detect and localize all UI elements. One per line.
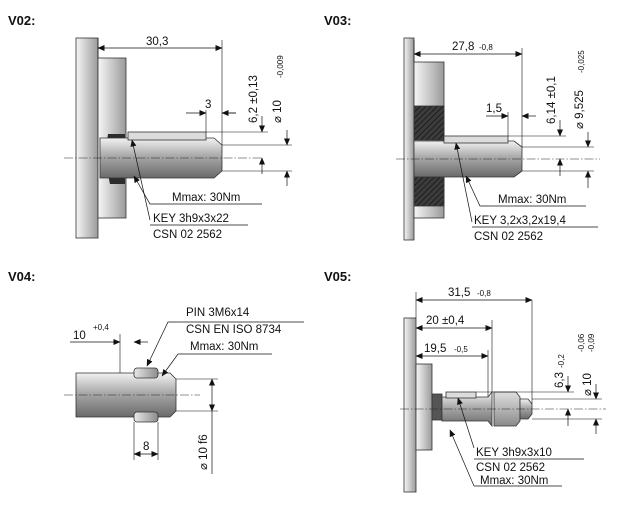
v05-mid-label: 20 ±0,4 <box>426 315 465 327</box>
v02-title: V02: <box>8 13 35 28</box>
v05-collar <box>431 393 443 421</box>
v02-housing <box>75 37 99 239</box>
v02-key <box>127 131 207 141</box>
v04-torque-label: Mmax: 30Nm <box>190 341 258 353</box>
v04-pin-label: PIN 3M6x14 <box>186 307 250 319</box>
v04-pin-top <box>133 367 159 379</box>
v04-pin-position-label: 10 <box>73 330 86 342</box>
v04-section: V04: 10 +0,4 PIN 3M6x14 CSN EN ISO 8734 … <box>8 269 304 474</box>
v05-short-label: 19,5 <box>424 343 446 355</box>
v02-key-height-label: 6,2 ±0,13 <box>248 75 260 123</box>
v03-housing <box>403 37 415 241</box>
v05-shaft-tolerance-upper: -0,06 <box>577 333 586 352</box>
v05-shaft-tolerance-lower: -0,09 <box>587 333 596 352</box>
v03-key-leader <box>454 142 473 223</box>
v02-key-leader <box>130 139 151 221</box>
v05-flange <box>415 363 433 451</box>
v04-shaft-diameter-label: ⌀ 10 f6 <box>198 434 210 470</box>
v05-total-tolerance: -0,8 <box>477 289 491 298</box>
v03-shaft-diameter-label: ⌀ 9,525 <box>574 90 586 129</box>
v05-standard-label: CSN 02 2562 <box>476 462 545 474</box>
v03-standard-label: CSN 02 2562 <box>474 231 543 243</box>
v04-pin-position-tolerance: +0,4 <box>93 323 109 332</box>
v05-housing <box>403 317 417 493</box>
v05-torque-leader <box>449 429 475 487</box>
v03-torque-label: Mmax: 30Nm <box>498 194 566 206</box>
v02-key-label: KEY 3h9x3x22 <box>153 213 229 225</box>
v03-key-height-label: 6,14 ±0,1 <box>546 76 558 124</box>
v05-key <box>445 391 477 399</box>
v03-section-top <box>413 105 445 141</box>
v05-shaft-diameter-label: ⌀ 10 <box>582 373 594 396</box>
v04-pin-standard-label: CSN EN ISO 8734 <box>186 324 282 336</box>
v03-key <box>443 135 509 144</box>
v05-key-height-tolerance: -0,2 <box>557 354 566 368</box>
v02-length-label: 30,3 <box>146 36 168 48</box>
v02-shaft <box>99 137 223 179</box>
v03-section: V03: 27,8 -0,8 1,5 6,14 ±0,1 ⌀ 9,525 -0,… <box>324 13 600 243</box>
v02-shaft-diameter-label: ⌀ 10 <box>272 100 284 123</box>
v02-torque-leader <box>133 175 168 205</box>
v03-section-bottom <box>413 171 445 207</box>
v03-shaft-tolerance: -0,025 <box>577 50 586 73</box>
v04-pin-bottom <box>133 411 159 423</box>
v02-torque-label: Mmax: 30Nm <box>172 192 240 204</box>
v02-standard-label: CSN 02 2562 <box>153 229 222 241</box>
v05-key-leader <box>457 397 475 449</box>
v02-shaft-tolerance: -0,009 <box>276 55 285 78</box>
v03-length-label: 27,8 <box>452 41 474 53</box>
v05-section: V05: 31,5 -0,8 20 ±0,4 19,5 -0,5 6,3 -0,… <box>324 269 606 493</box>
v04-width-label: 8 <box>143 441 149 453</box>
v05-total-label: 31,5 <box>448 287 470 299</box>
v04-pin-leader <box>146 321 186 367</box>
v05-title: V05: <box>324 269 351 284</box>
v05-short-tolerance: -0,5 <box>454 345 468 354</box>
v04-title: V04: <box>8 269 35 284</box>
v03-key-label: KEY 3,2x3,2x19,4 <box>474 215 566 227</box>
v05-key-height-label: 6,3 <box>554 372 566 388</box>
v03-title: V03: <box>324 13 351 28</box>
v05-torque-label: Mmax: 30Nm <box>480 475 548 487</box>
v03-torque-leader <box>465 175 494 207</box>
v03-key-offset-label: 1,5 <box>486 103 502 115</box>
v02-key-offset-label: 3 <box>205 99 211 111</box>
v05-shaft-tip <box>519 398 533 420</box>
v02-section: V02: 30,3 3 6,2 ±0,13 ⌀ 10 -0,009 <box>8 13 292 241</box>
v03-length-tolerance: -0,8 <box>479 43 493 52</box>
v04-torque-leader <box>161 353 190 377</box>
v05-key-label: KEY 3h9x3x10 <box>476 447 552 459</box>
